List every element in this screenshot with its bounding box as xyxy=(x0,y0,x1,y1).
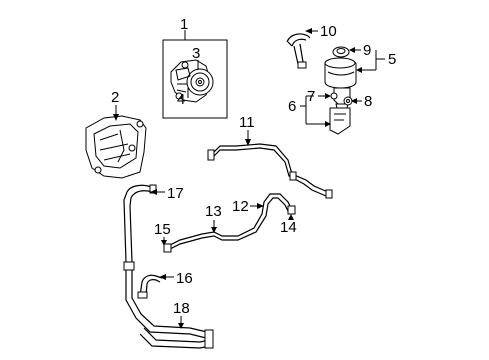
arrow-5 xyxy=(356,67,362,73)
arrow-2 xyxy=(113,114,119,121)
callout-2: 2 xyxy=(111,89,119,106)
callout-8: 8 xyxy=(364,93,372,110)
callout-5: 5 xyxy=(388,51,396,68)
pressure-line: 12 13 14 15 xyxy=(154,193,297,253)
callout-4: 4 xyxy=(177,91,185,108)
hose-16: 16 xyxy=(137,270,193,299)
callout-14: 14 xyxy=(280,219,297,236)
callout-12: 12 xyxy=(232,198,249,215)
arrow-9 xyxy=(349,47,355,53)
arrow-12 xyxy=(257,203,264,209)
reservoir-assembly: 9 5 7 8 6 xyxy=(288,42,396,135)
callout-15: 15 xyxy=(154,221,171,238)
callout-9: 9 xyxy=(363,42,371,59)
arrow-10 xyxy=(305,28,312,34)
leader-5 xyxy=(362,50,385,71)
arrow-17 xyxy=(150,189,157,195)
return-line: 11 xyxy=(207,114,333,199)
arrow-15 xyxy=(161,240,167,246)
callout-10: 10 xyxy=(320,23,337,40)
arrow-6 xyxy=(325,121,331,127)
pump-drawing xyxy=(170,59,214,103)
reservoir-hose: 10 xyxy=(286,23,337,69)
arrow-16 xyxy=(159,274,166,280)
arrow-14 xyxy=(288,214,294,220)
arrow-13 xyxy=(211,227,217,233)
callout-1: 1 xyxy=(180,16,188,33)
hose-17: 17 xyxy=(123,184,184,263)
pump-assembly: 1 3 4 xyxy=(162,16,228,119)
arrow-8 xyxy=(351,98,357,104)
cooler-line: 18 xyxy=(123,261,214,349)
callout-16: 16 xyxy=(176,270,193,287)
arrow-11 xyxy=(245,139,251,146)
callout-18: 18 xyxy=(173,300,190,317)
callout-17: 17 xyxy=(167,185,184,202)
leader-6 xyxy=(300,95,330,125)
callout-6: 6 xyxy=(288,98,296,115)
arrow-7 xyxy=(325,93,331,99)
callout-3: 3 xyxy=(192,45,200,62)
callout-11: 11 xyxy=(239,114,255,131)
arrow-18 xyxy=(178,323,184,329)
pump-bracket: 2 xyxy=(85,89,147,179)
callout-13: 13 xyxy=(205,203,222,220)
